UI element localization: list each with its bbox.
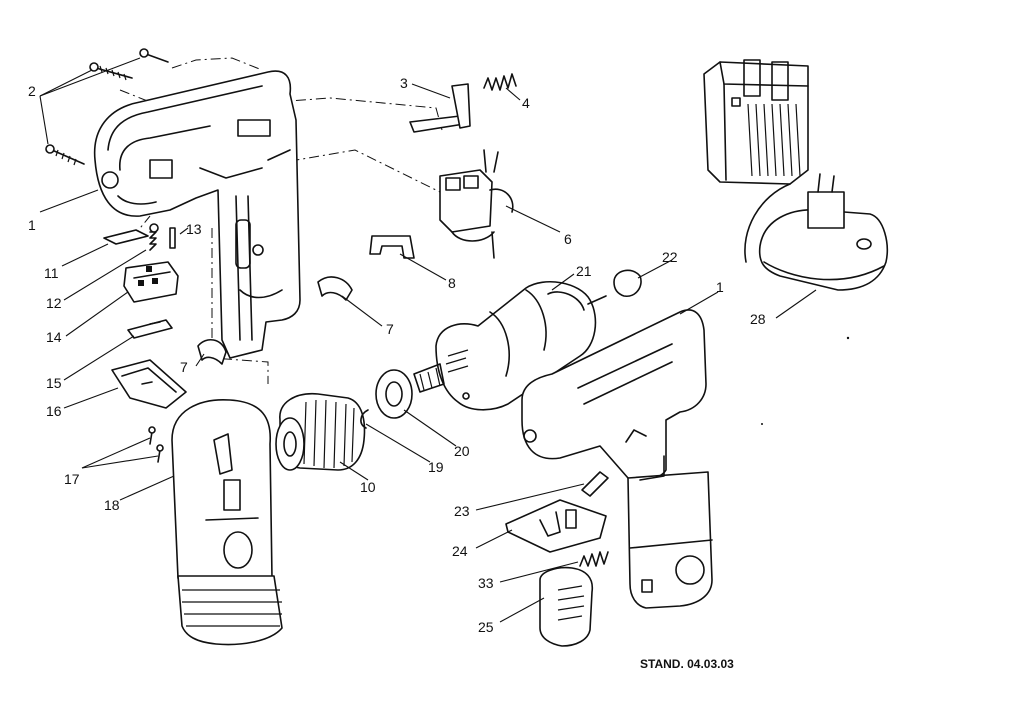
callout-25: 25: [478, 619, 494, 635]
callout-19: 19: [428, 459, 444, 475]
brush-cap-22: [613, 269, 642, 297]
callout-15: 15: [46, 375, 62, 391]
trigger-switch: [439, 149, 514, 259]
callout-1-left: 1: [28, 217, 36, 233]
left-housing-half: [93, 70, 301, 359]
callout-11: 11: [44, 265, 59, 281]
keyless-chuck: [275, 393, 366, 471]
insulator-strip-15: [127, 319, 173, 339]
callout-labels: 2 1 3 4 6 7 7 8 10 11 12 13 14 15 16 17 …: [28, 75, 766, 671]
callout-18: 18: [104, 497, 120, 513]
contact-23: [581, 471, 609, 497]
compression-spring: [483, 73, 517, 91]
callout-16: 16: [46, 403, 62, 419]
battery-latch-16: [111, 359, 187, 409]
callout-7-upper: 7: [386, 321, 394, 337]
motor-gearbox: [413, 280, 607, 411]
callout-3: 3: [400, 75, 408, 91]
callout-33: 33: [478, 575, 494, 591]
battery-pack: [171, 399, 283, 646]
thrust-washer-20: [375, 369, 413, 419]
scan-dot: [846, 336, 850, 340]
callout-12: 12: [46, 295, 62, 311]
right-housing-half: [521, 309, 713, 609]
revision-stamp: STAND. 04.03.03: [640, 657, 734, 671]
callout-6: 6: [564, 231, 572, 247]
switch-bracket: [369, 235, 415, 259]
retaining-clip-upper: [317, 276, 353, 301]
callout-28: 28: [750, 311, 766, 327]
contact-plate-11: [103, 229, 149, 245]
callout-22: 22: [662, 249, 678, 265]
switch-knob-25: [539, 566, 594, 647]
charger-base: [703, 59, 809, 185]
charger-plug-adapter: [744, 173, 888, 291]
small-screws: [148, 426, 164, 463]
callout-21: 21: [576, 263, 592, 279]
callout-4: 4: [522, 95, 530, 111]
callout-2: 2: [28, 83, 36, 99]
pin-13: [169, 227, 176, 249]
callout-7-lower: 7: [180, 359, 188, 375]
spring-pin-12: [149, 223, 159, 251]
callout-8: 8: [448, 275, 456, 291]
callout-20: 20: [454, 443, 470, 459]
callout-14: 14: [46, 329, 62, 345]
callout-17: 17: [64, 471, 80, 487]
scan-dot: [761, 423, 763, 425]
switch-slider: [409, 83, 471, 133]
callout-1-right: 1: [716, 279, 724, 295]
callout-10: 10: [360, 479, 376, 495]
callout-24: 24: [452, 543, 468, 559]
terminal-block-14: [123, 261, 179, 303]
circlip-19: [360, 409, 369, 429]
callout-13: 13: [186, 221, 202, 237]
housing-screws: [45, 48, 169, 166]
callout-23: 23: [454, 503, 470, 519]
callout-leaders: [39, 57, 817, 623]
switch-cover-24: [505, 499, 607, 553]
spring-33: [579, 551, 609, 567]
retaining-clip-lower: [197, 339, 227, 365]
